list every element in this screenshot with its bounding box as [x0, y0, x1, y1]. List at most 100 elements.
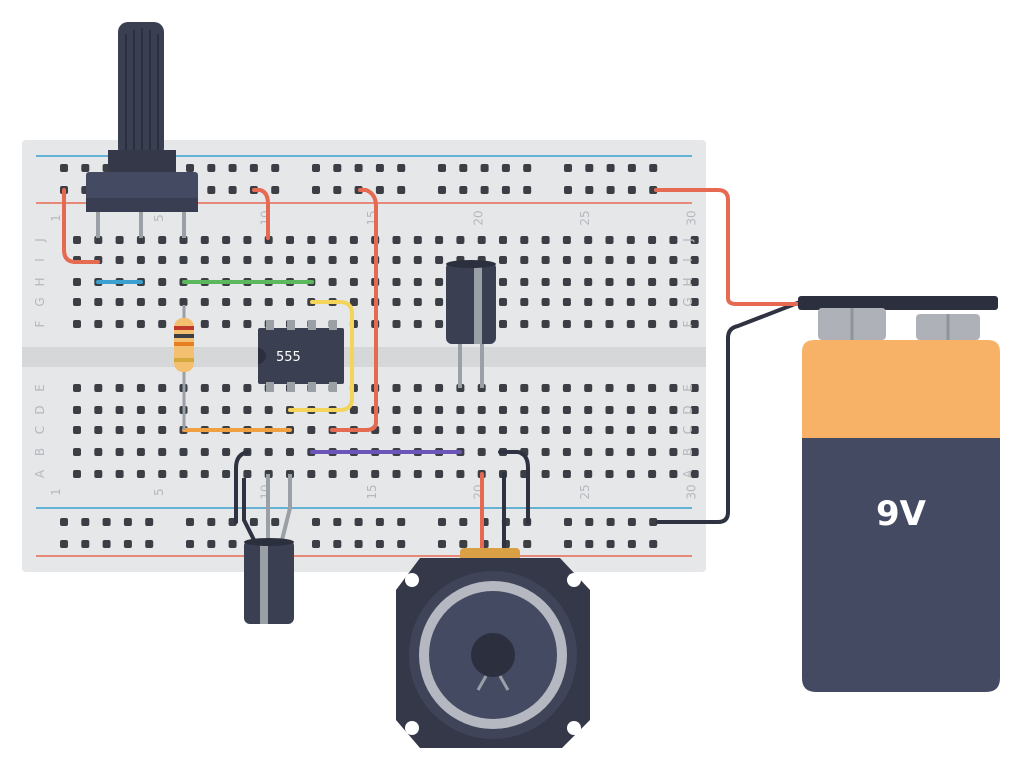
- breadboard-hole: [585, 540, 594, 548]
- breadboard-hole: [207, 164, 216, 172]
- breadboard-hole: [413, 384, 422, 392]
- breadboard-hole: [648, 236, 657, 244]
- breadboard-hole: [605, 406, 614, 414]
- breadboard-hole: [115, 384, 124, 392]
- breadboard-hole: [158, 320, 167, 328]
- breadboard-hole: [669, 298, 678, 306]
- breadboard-hole: [584, 320, 593, 328]
- breadboard-hole: [648, 384, 657, 392]
- breadboard-hole: [136, 320, 145, 328]
- breadboard-hole: [115, 298, 124, 306]
- breadboard-hole: [200, 448, 209, 456]
- breadboard-hole: [606, 186, 615, 194]
- row-label: C: [681, 426, 695, 434]
- breadboard-hole: [562, 448, 571, 456]
- breadboard-hole: [179, 448, 188, 456]
- breadboard-hole: [648, 426, 657, 434]
- breadboard-hole: [397, 518, 406, 526]
- breadboard-hole: [520, 298, 529, 306]
- breadboard-hole: [480, 186, 489, 194]
- breadboard-hole: [562, 256, 571, 264]
- breadboard-hole: [648, 470, 657, 478]
- breadboard-hole: [669, 384, 678, 392]
- breadboard-hole: [605, 448, 614, 456]
- breadboard-hole: [354, 518, 363, 526]
- breadboard-hole: [333, 186, 342, 194]
- breadboard-hole: [73, 298, 81, 306]
- breadboard-hole: [435, 278, 444, 286]
- breadboard-hole: [584, 406, 593, 414]
- breadboard-hole: [102, 540, 111, 548]
- breadboard-hole: [115, 406, 124, 414]
- breadboard-hole: [413, 278, 422, 286]
- breadboard-hole: [81, 164, 90, 172]
- breadboard-hole: [456, 236, 465, 244]
- battery-label: 9V: [876, 494, 927, 534]
- breadboard-hole: [243, 406, 252, 414]
- breadboard-hole: [523, 164, 532, 172]
- column-label: 10: [259, 484, 273, 499]
- breadboard-hole: [690, 320, 699, 328]
- breadboard-hole: [648, 406, 657, 414]
- breadboard-hole: [60, 518, 68, 526]
- breadboard-hole: [564, 540, 572, 548]
- breadboard-hole: [307, 426, 316, 434]
- breadboard-hole: [123, 518, 132, 526]
- breadboard-hole: [626, 426, 635, 434]
- breadboard-hole: [73, 426, 81, 434]
- breadboard-hole: [158, 426, 167, 434]
- breadboard-hole: [413, 470, 422, 478]
- column-label: 25: [578, 210, 592, 225]
- breadboard-hole: [145, 540, 154, 548]
- breadboard-hole: [626, 470, 635, 478]
- breadboard-hole: [438, 540, 446, 548]
- breadboard-hole: [228, 186, 237, 194]
- breadboard-hole: [562, 470, 571, 478]
- breadboard-hole: [523, 186, 532, 194]
- breadboard-hole: [438, 186, 446, 194]
- breadboard-hole: [312, 518, 320, 526]
- breadboard-hole: [228, 164, 237, 172]
- potentiometer: [86, 22, 198, 238]
- breadboard-hole: [243, 236, 252, 244]
- breadboard-hole: [413, 426, 422, 434]
- breadboard-hole: [584, 278, 593, 286]
- breadboard-hole: [349, 278, 358, 286]
- breadboard-hole: [541, 320, 550, 328]
- breadboard-hole: [249, 518, 258, 526]
- breadboard-hole: [626, 236, 635, 244]
- column-label: 1: [49, 488, 63, 496]
- breadboard-hole: [354, 540, 363, 548]
- breadboard-hole: [562, 278, 571, 286]
- breadboard-hole: [562, 384, 571, 392]
- breadboard-hole: [669, 448, 678, 456]
- breadboard-hole: [94, 470, 103, 478]
- breadboard-hole: [605, 236, 614, 244]
- breadboard-hole: [584, 256, 593, 264]
- breadboard-hole: [375, 518, 384, 526]
- breadboard-hole: [541, 426, 550, 434]
- breadboard-hole: [94, 448, 103, 456]
- breadboard-hole: [222, 236, 231, 244]
- row-label: B: [33, 448, 47, 456]
- breadboard-hole: [669, 256, 678, 264]
- breadboard-hole: [158, 236, 167, 244]
- breadboard-hole: [690, 236, 699, 244]
- row-label: G: [33, 297, 47, 306]
- breadboard-hole: [562, 236, 571, 244]
- row-label: D: [681, 405, 695, 414]
- breadboard-hole: [375, 186, 384, 194]
- row-label: E: [681, 384, 695, 392]
- breadboard-hole: [312, 164, 320, 172]
- breadboard-hole: [541, 470, 550, 478]
- capacitor-top: [446, 260, 496, 388]
- breadboard-hole: [541, 236, 550, 244]
- row-label: D: [33, 405, 47, 414]
- breadboard-hole: [562, 426, 571, 434]
- breadboard-hole: [584, 426, 593, 434]
- breadboard-hole: [413, 320, 422, 328]
- breadboard-hole: [605, 470, 614, 478]
- row-label: G: [681, 297, 695, 306]
- breadboard-hole: [186, 518, 194, 526]
